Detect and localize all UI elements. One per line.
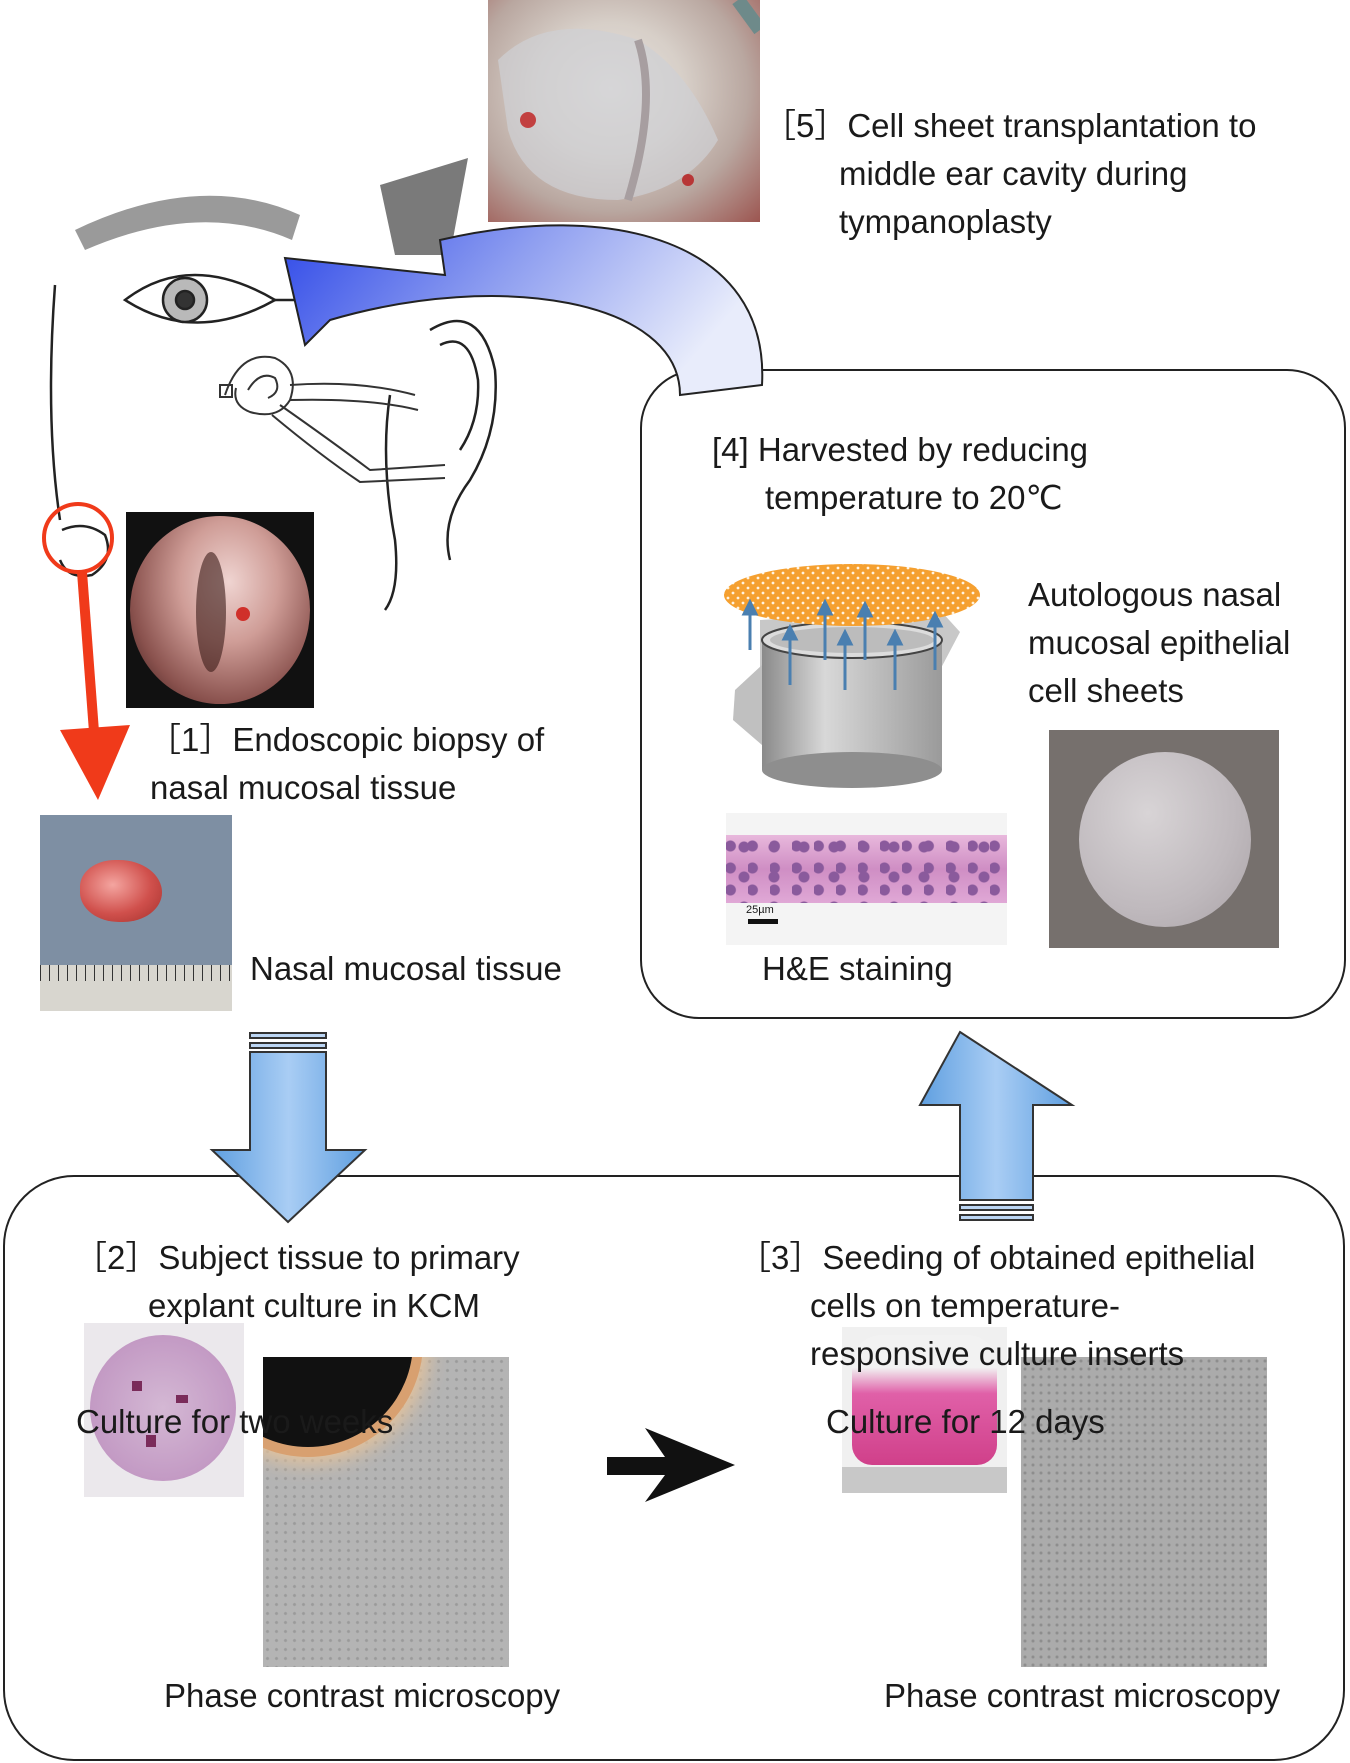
culture-insert-illustration	[724, 564, 980, 788]
cell-sheet-photo	[1049, 730, 1279, 948]
surgery-photo-detail	[498, 0, 760, 202]
step4-line1: [4] Harvested by reducing	[712, 431, 1089, 468]
culture-two-weeks-label: Culture for two weeks	[76, 1403, 394, 1440]
up-arrow	[918, 1030, 1076, 1221]
black-arrow	[607, 1428, 735, 1502]
biopsy-circle	[42, 502, 114, 574]
step1-line1: ［1］Endoscopic biopsy of	[148, 721, 545, 758]
step4-label: [4] Harvested by reducing temperature to…	[712, 426, 1088, 522]
step2-label: ［2］Subject tissue to primary explant cul…	[74, 1234, 520, 1330]
nasal-tissue-photo	[40, 815, 232, 1011]
he-staining-photo: 25µm	[726, 813, 1007, 945]
cell-sheets-line1: Autologous nasal	[1028, 576, 1282, 613]
cell-sheets-label: Autologous nasal mucosal epithelial cell…	[1028, 571, 1290, 715]
petri-dish-photo	[84, 1323, 244, 1497]
red-arrow-head	[60, 725, 130, 800]
step5-line2: middle ear cavity during	[839, 155, 1188, 192]
step1-label: ［1］Endoscopic biopsy of nasal mucosal ti…	[148, 716, 544, 812]
culture-insert-photo	[842, 1327, 1007, 1493]
step5-line3: tympanoplasty	[839, 203, 1052, 240]
phase-contrast-label-left: Phase contrast microscopy	[164, 1677, 561, 1714]
step5-label: ［5］Cell sheet transplantation to middle …	[763, 102, 1256, 246]
step3-label: ［3］Seeding of obtained epithelial cells …	[738, 1234, 1255, 1378]
endoscopic-photo	[126, 512, 314, 708]
step1-line2: nasal mucosal tissue	[150, 769, 457, 806]
harvest-box	[640, 369, 1346, 1019]
step5-line1: ［5］Cell sheet transplantation to	[763, 107, 1257, 144]
step2-line2: explant culture in KCM	[148, 1287, 480, 1324]
culture-12-days-label: Culture for 12 days	[826, 1403, 1105, 1440]
scale-bar-label: 25µm	[746, 904, 774, 916]
step2-line1: ［2］Subject tissue to primary	[74, 1239, 520, 1276]
cell-sheets-line2: mucosal epithelial	[1028, 624, 1291, 661]
he-staining-label: H&E staining	[762, 950, 953, 987]
phase-contrast-photo-right	[1021, 1357, 1267, 1667]
ear-wedge	[380, 158, 468, 255]
phase-contrast-photo-left	[263, 1357, 509, 1667]
red-arrow-shaft	[77, 571, 100, 746]
culture-box	[3, 1175, 1345, 1761]
down-arrow	[209, 1032, 368, 1224]
cell-sheets-line3: cell sheets	[1028, 672, 1184, 709]
cochlea-illustration	[219, 355, 446, 484]
step4-line2: temperature to 20℃	[765, 479, 1063, 516]
step3-line1: ［3］Seeding of obtained epithelial	[738, 1239, 1256, 1276]
step3-line2: cells on temperature-	[810, 1287, 1120, 1324]
nasal-tissue-label: Nasal mucosal tissue	[250, 950, 562, 987]
step3-line3: responsive culture inserts	[810, 1335, 1185, 1372]
phase-contrast-label-right: Phase contrast microscopy	[884, 1677, 1281, 1714]
curved-arrow	[283, 224, 764, 397]
surgery-photo	[488, 0, 760, 222]
